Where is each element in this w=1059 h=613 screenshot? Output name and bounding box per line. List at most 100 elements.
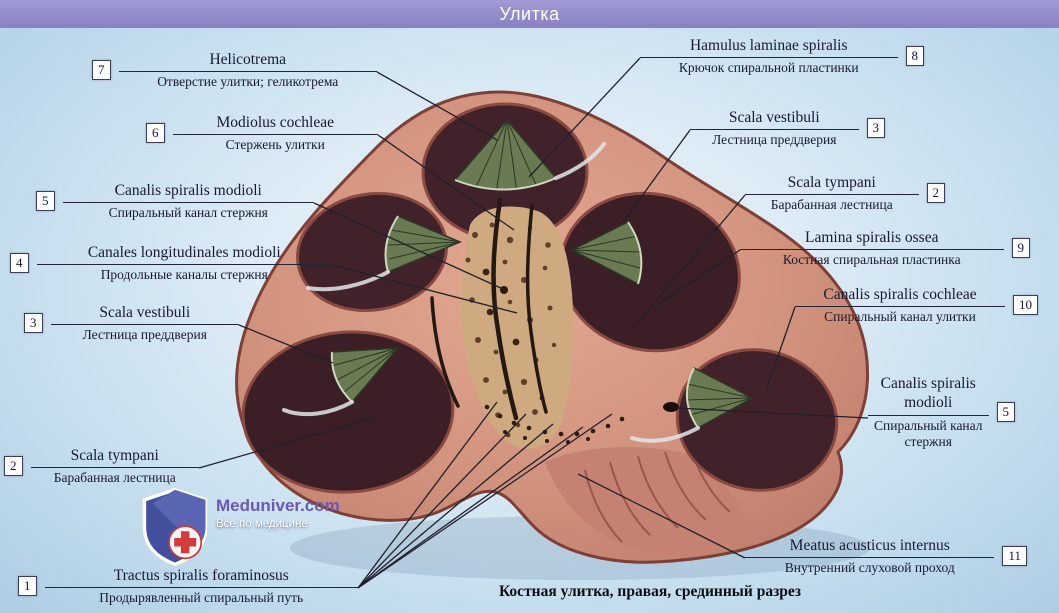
leader-modiolus: [377, 134, 515, 231]
label-number: 9: [1011, 238, 1030, 259]
label-scala-vestibuli-left: 3 Scala vestibuli Лестница преддверия: [24, 303, 239, 344]
leader-tractus-3: [357, 423, 554, 589]
label-canalis-cochleae: 10 Canalis spiralis cochleae Спиральный …: [795, 285, 1038, 326]
leader-canalis-spiralis-modioli-left: [313, 202, 504, 290]
fan-right-of-modiolus: [570, 221, 643, 286]
lamina-edges: [282, 142, 700, 443]
label-latin: Scala tympani: [745, 173, 919, 196]
label-latin: Canalis spiralis cochleae: [795, 285, 1005, 308]
label-number: 5: [996, 402, 1015, 423]
label-russian: Стержень улитки: [225, 137, 325, 153]
label-number: 3: [866, 118, 885, 139]
label-canales-longitudinales: 4 Canales longitudinales modioli Продоль…: [10, 243, 332, 284]
label-latin: Lamina spiralis ossea: [740, 228, 1004, 251]
label-lamina-spiralis: 9 Lamina spiralis ossea Костная спиральн…: [740, 228, 1030, 269]
leader-scala-tympani-right: [631, 194, 746, 331]
label-russian: Лестница преддверия: [82, 327, 207, 343]
cavity-upper-right: [559, 191, 741, 353]
leader-scala-tympani-left: [198, 417, 375, 469]
label-latin: Canalis spiralis modioli: [62, 181, 314, 204]
label-number: 4: [10, 253, 29, 274]
label-number: 3: [24, 313, 43, 334]
leader-canalis-cochleae: [766, 306, 796, 389]
watermark: Meduniver.com Все по медицине: [138, 488, 340, 566]
meduniver-shield-icon: [142, 488, 208, 566]
leader-tractus-5: [357, 413, 613, 589]
label-modiolus: 6 Modiolus cochleae Стержень улитки: [146, 113, 378, 154]
leader-scala-vestibuli-left: [238, 324, 334, 364]
title-bar: Улитка: [0, 0, 1059, 28]
fan-lower-left: [330, 347, 400, 404]
leader-tractus-2: [357, 413, 527, 589]
leader-tractus-1: [357, 401, 498, 589]
label-russian: Внутренний слуховой проход: [784, 560, 955, 576]
label-russian: Спиральный канал стержня: [873, 417, 983, 450]
label-number: 8: [905, 46, 924, 67]
label-tractus-spiralis: 1 Tractus spiralis foraminosus Продырявл…: [18, 566, 358, 607]
label-latin: Canalis spiralis modioli: [868, 374, 989, 416]
fan-left-middle: [384, 215, 462, 274]
label-latin: Canales longitudinales modioli: [36, 243, 332, 266]
label-number: 5: [36, 191, 55, 212]
cavity-lower-right: [675, 348, 839, 492]
label-canalis-spiralis-modioli-right: 5 Canalis spiralis modioli Спиральный ка…: [868, 374, 1015, 451]
label-russian: Отверстие улитки; геликотрема: [157, 74, 339, 90]
leader-lamina-spiralis: [655, 249, 741, 307]
modiolus-speckles: [465, 222, 557, 438]
leader-meatus: [577, 473, 746, 559]
label-scala-vestibuli-right: 3 Scala vestibuli Лестница преддверия: [690, 108, 885, 149]
label-helicotrema: 7 Helicotrema Отверстие улитки; геликотр…: [92, 50, 377, 91]
label-latin: Helicotrema: [118, 50, 377, 73]
label-russian: Костная спиральная пластинка: [782, 252, 961, 268]
label-russian: Продырявленный спиральный путь: [99, 590, 304, 606]
cavity-top: [421, 102, 589, 242]
fan-lower-right: [684, 366, 754, 429]
label-russian: Продольные каналы стержня: [100, 267, 268, 283]
label-latin: Scala vestibuli: [50, 303, 239, 326]
canalis-modioli-dot-left: [500, 286, 508, 294]
leader-tractus-4: [357, 426, 584, 589]
label-russian: Крючок спиральной пластинки: [678, 60, 859, 76]
label-latin: Scala vestibuli: [690, 108, 859, 131]
longitudinal-canals: [430, 197, 548, 421]
fan-top: [453, 118, 558, 195]
leader-canales-longitudinales: [331, 264, 518, 314]
modiolus-column: [461, 206, 574, 449]
scala-cavities: [241, 102, 839, 494]
label-scala-tympani-left: 2 Scala tympani Барабанная лестница: [4, 446, 199, 487]
leader-helicotrema: [376, 71, 498, 141]
label-latin: Meatus acusticus internus: [745, 536, 995, 559]
label-russian: Барабанная лестница: [770, 197, 893, 213]
label-russian: Лестница преддверия: [712, 132, 837, 148]
leader-hamulus: [528, 57, 641, 178]
watermark-tagline: Все по медицине: [216, 518, 308, 530]
label-latin: Tractus spiralis foraminosus: [44, 566, 358, 589]
label-canalis-spiralis-modioli-left: 5 Canalis spiralis modioli Спиральный ка…: [36, 181, 314, 222]
label-number: 2: [4, 456, 23, 477]
leader-scala-vestibuli-right: [622, 129, 691, 223]
spiral-lamina-fans: [330, 118, 754, 429]
label-number: 7: [92, 60, 111, 81]
label-number: 2: [926, 183, 945, 204]
label-russian: Барабанная лестница: [53, 470, 176, 486]
meatus-region: [545, 447, 758, 555]
label-latin: Scala tympani: [30, 446, 199, 469]
label-latin: Hamulus laminae spiralis: [640, 36, 898, 59]
label-hamulus: 8 Hamulus laminae spiralis Крючок спирал…: [640, 36, 924, 77]
label-number: 11: [1002, 546, 1027, 567]
label-number: 10: [1013, 295, 1038, 316]
canalis-modioli-dot-right: [663, 402, 679, 412]
leader-canalis-modioli-right: [675, 407, 869, 419]
cavity-lower-left: [241, 330, 455, 494]
foraminosus-dots: [484, 404, 625, 444]
label-number: 6: [146, 123, 165, 144]
watermark-site-name: Meduniver.com: [216, 496, 340, 515]
label-number: 1: [18, 576, 37, 597]
label-scala-tympani-right: 2 Scala tympani Барабанная лестница: [745, 173, 945, 214]
label-latin: Modiolus cochleae: [172, 113, 378, 136]
label-meatus: 11 Meatus acusticus internus Внутренний …: [745, 536, 1027, 577]
label-russian: Спиральный канал стержня: [108, 205, 268, 221]
figure-caption: Костная улитка, правая, срединный разрез: [498, 583, 802, 600]
page-title: Улитка: [499, 3, 560, 24]
